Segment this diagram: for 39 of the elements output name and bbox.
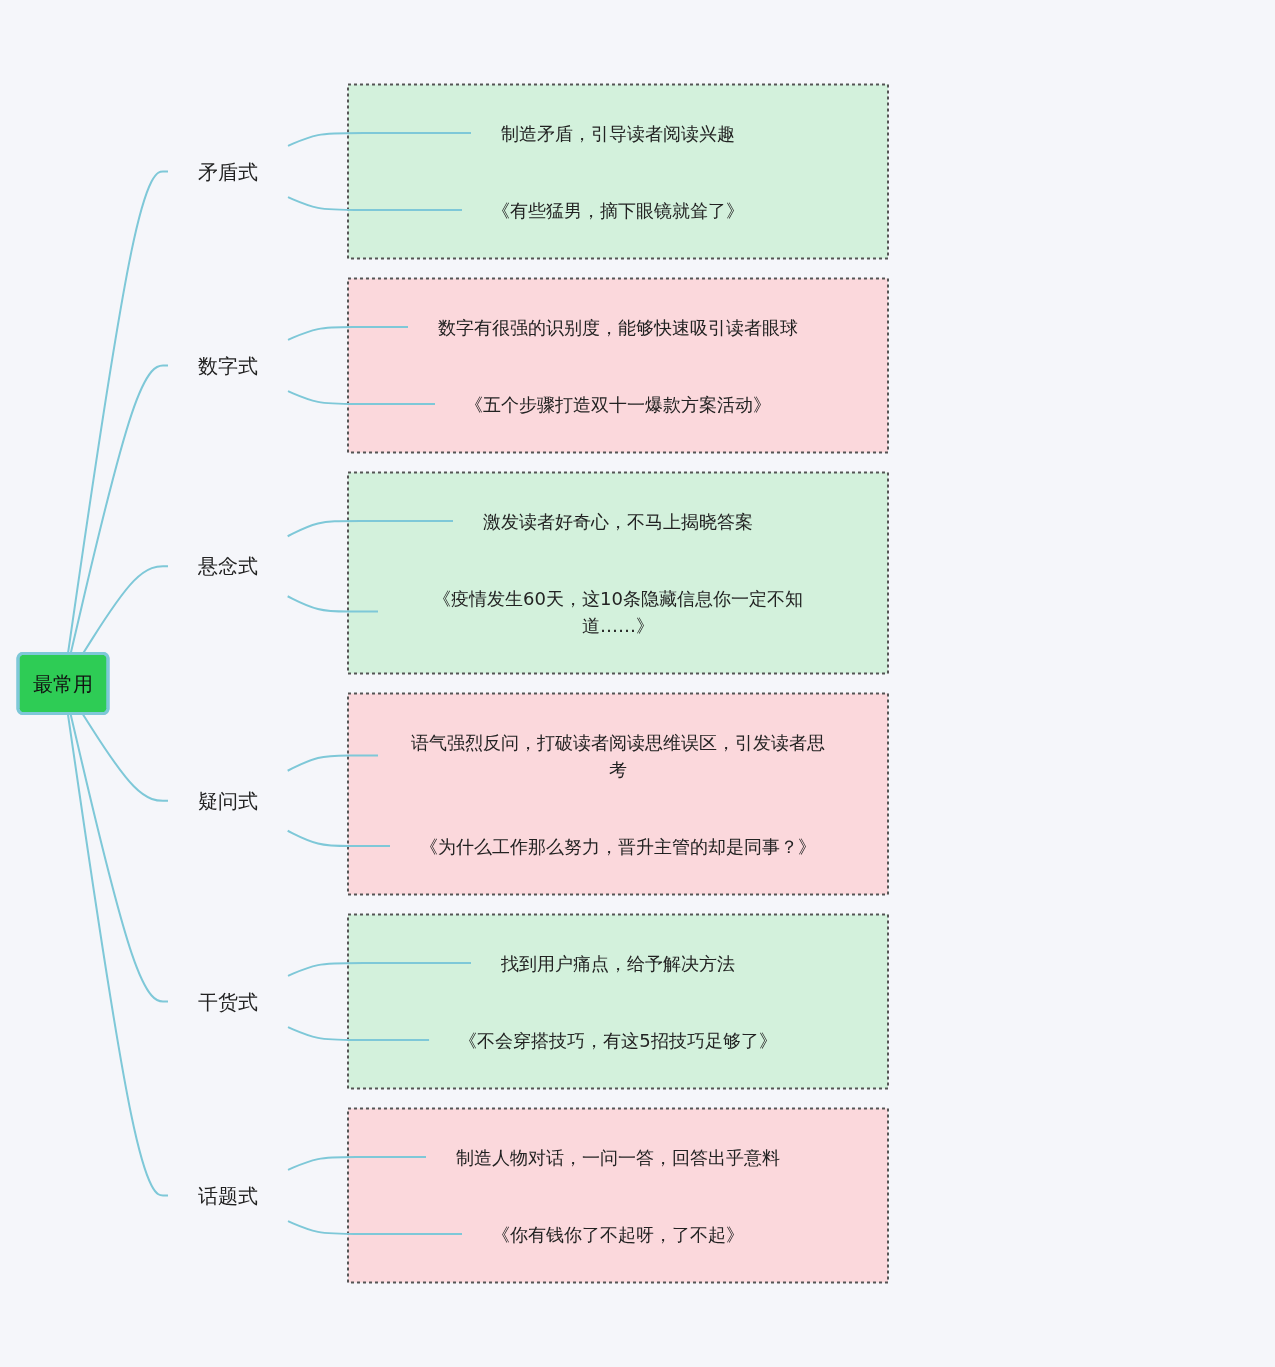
connector [69, 713, 169, 1003]
node-text: 矛盾式 [198, 159, 258, 184]
connector [287, 326, 409, 341]
cluster [347, 1107, 889, 1284]
node-text: 语气强烈反问，打破读者阅读思维误区，引发读者思考 [411, 731, 825, 780]
node-text: 干货式 [198, 989, 258, 1014]
connector [287, 132, 472, 147]
connector [287, 196, 463, 211]
cluster [347, 83, 889, 260]
node-text: 制造人物对话，一问一答，回答出乎意料 [456, 1146, 780, 1168]
node-text: 悬念式 [198, 554, 258, 579]
node-text: 制造矛盾，引导读者阅读兴趣 [501, 122, 735, 144]
connector [286, 595, 379, 613]
connector [287, 962, 472, 977]
node-text: 《不会穿搭技巧，有这5招技巧足够了》 [459, 1029, 777, 1051]
connector [286, 754, 379, 772]
cluster [347, 471, 889, 675]
node-text: 激发读者好奇心，不马上揭晓答案 [483, 510, 753, 532]
cluster [347, 692, 889, 896]
node-text: 疑问式 [198, 788, 258, 813]
node-text: 《你有钱你了不起呀，了不起》 [492, 1223, 744, 1245]
node-text: 数字有很强的识别度，能够快速吸引读者眼球 [438, 316, 798, 338]
connector [286, 520, 454, 538]
connector [287, 1026, 431, 1041]
connector [286, 829, 391, 847]
cluster [347, 277, 889, 454]
node-text: 数字式 [198, 353, 258, 378]
node-text: 《有些猛男，摘下眼镜就耸了》 [492, 199, 744, 221]
connector [81, 713, 169, 802]
cluster [347, 913, 889, 1090]
node-text: 《疫情发生60天，这10条隐藏信息你一定不知道……》 [433, 587, 803, 636]
connector [287, 1220, 463, 1235]
connector [287, 1156, 427, 1171]
node-text: 《为什么工作那么努力，晋升主管的却是同事？》 [420, 835, 816, 857]
node-text: 话题式 [198, 1183, 258, 1208]
connector [66, 713, 169, 1197]
connector [287, 390, 436, 405]
node-text: 找到用户痛点，给予解决方法 [501, 952, 735, 974]
node-text: 《五个步骤打造双十一爆款方案活动》 [465, 393, 771, 415]
